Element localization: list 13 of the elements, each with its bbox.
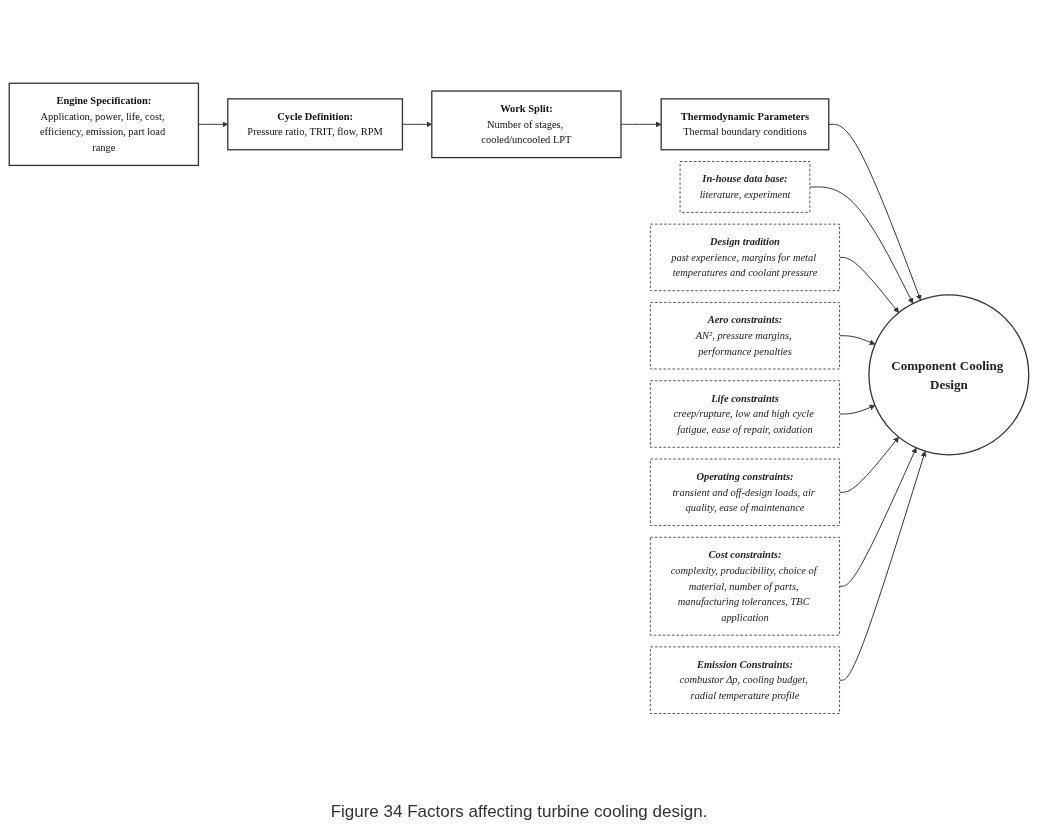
node-box: Aero constraints: AN², pressure margins, performance penalties [649, 301, 841, 370]
node-circle: Component Cooling Design [868, 293, 1030, 456]
node-box: Cost constraints: complexity, producibility, choice of material, number of parts, manufacturing tolerances, TBC application [649, 536, 841, 636]
node-box: Operating constraints: transient and off-design loads, air quality, ease of maintenance [649, 458, 841, 526]
node-box: Design tradition past experience, margins for metal temperatures and coolant pressure [649, 223, 841, 291]
node-box: In-house data base: literature, experiment [679, 160, 811, 213]
node-box: Work Split: Number of stages, cooled/uncooled LPT [431, 90, 622, 158]
node-box: Engine Specification: Application, power, life, cost, efficiency, emission, part load range [8, 82, 200, 166]
figure-caption: Figure 34 Factors affecting turbine cooling design. [330, 802, 708, 822]
node-box: Thermodynamic Parameters Thermal boundary conditions [660, 97, 830, 151]
node-box: Emission Constraints: combustor Δp, cooling budget, radial temperature profile [649, 646, 841, 714]
node-box: Cycle Definition: Pressure ratio, TRIT, flow, RPM [227, 97, 404, 151]
node-box: Life constraints creep/rupture, low and high cycle fatigue, ease of repair, oxidation [649, 379, 841, 448]
